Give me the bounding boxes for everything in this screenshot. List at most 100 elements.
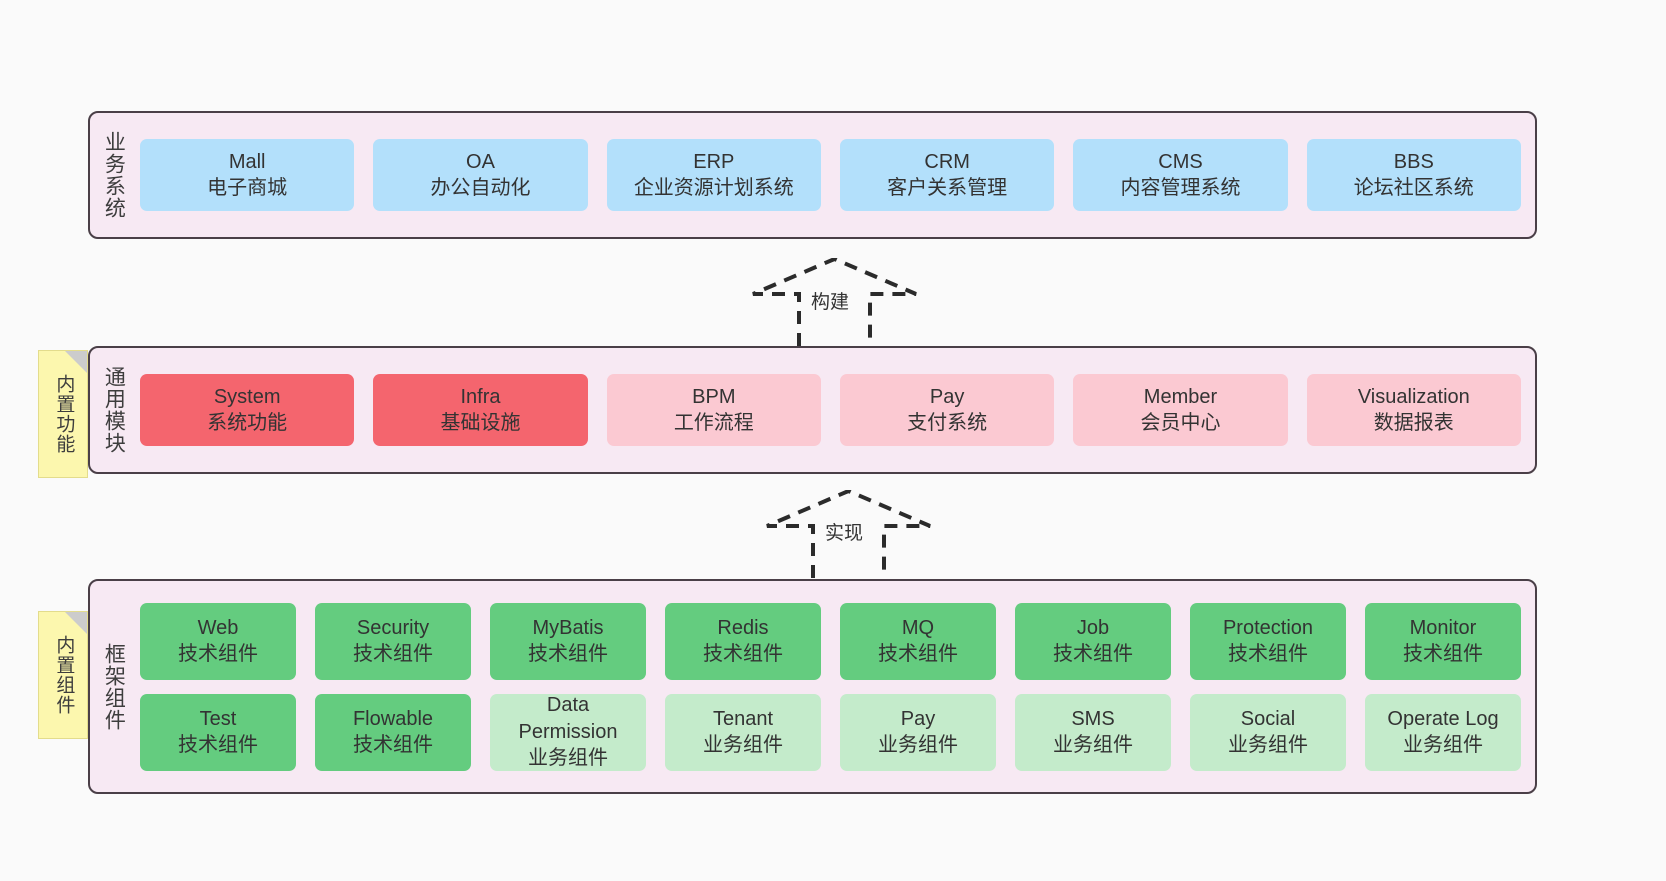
card-subtitle: 技术组件 <box>528 643 608 665</box>
card-subtitle: 会员中心 <box>1140 412 1221 434</box>
card-title: BBS <box>1393 150 1434 173</box>
note-label: 内置组件 <box>53 635 75 715</box>
card-subtitle: 数据报表 <box>1373 412 1454 434</box>
card-subtitle: 办公自动化 <box>430 177 531 199</box>
card-crm[interactable]: CRM 客户关系管理 <box>839 139 1055 211</box>
card-subtitle: 技术组件 <box>353 734 433 756</box>
card-title: Pay <box>929 385 965 408</box>
card-erp[interactable]: ERP 企业资源计划系统 <box>606 139 821 211</box>
card-title: Member <box>1143 385 1218 408</box>
card-title: BPM <box>692 385 736 408</box>
card-title: ERP <box>693 150 735 173</box>
card-subtitle: 业务组件 <box>528 747 608 770</box>
card-title: Protection <box>1222 616 1314 639</box>
card-title: CMS <box>1158 150 1203 173</box>
layer-framework-components: 框架组件 Web 技术组件 Security 技术组件 MyBatis 技术组件… <box>88 579 1537 794</box>
card-subtitle: 企业资源计划系统 <box>633 177 794 199</box>
card-bbs[interactable]: BBS 论坛社区系统 <box>1306 139 1521 211</box>
card-subtitle: 业务组件 <box>703 734 783 756</box>
card-mall[interactable]: Mall 电子商城 <box>140 139 355 211</box>
card-title: MyBatis <box>532 616 604 639</box>
card-title: Mall <box>228 150 266 173</box>
card-subtitle: 电子商城 <box>207 177 288 199</box>
card-redis[interactable]: Redis 技术组件 <box>665 602 821 680</box>
card-protection[interactable]: Protection 技术组件 <box>1190 602 1346 680</box>
card-title: Data Permission <box>518 694 618 743</box>
card-subtitle: 工作流程 <box>673 412 754 434</box>
card-subtitle: 基础设施 <box>440 412 521 434</box>
card-subtitle: 技术组件 <box>353 643 433 665</box>
card-operate-log[interactable]: Operate Log 业务组件 <box>1365 693 1521 771</box>
card-title: SMS <box>1071 707 1115 730</box>
card-monitor[interactable]: Monitor 技术组件 <box>1365 602 1521 680</box>
connector-build-label: 构建 <box>811 292 850 313</box>
card-test[interactable]: Test 技术组件 <box>140 693 296 771</box>
card-row: Web 技术组件 Security 技术组件 MyBatis 技术组件 Redi… <box>140 602 1521 680</box>
card-title: Security <box>356 616 430 639</box>
card-title: Monitor <box>1409 616 1477 639</box>
card-subtitle: 技术组件 <box>1403 643 1483 665</box>
card-title: MQ <box>901 616 935 639</box>
card-mq[interactable]: MQ 技术组件 <box>840 602 996 680</box>
card-tenant[interactable]: Tenant 业务组件 <box>665 693 821 771</box>
card-subtitle: 系统功能 <box>207 412 288 434</box>
card-cms[interactable]: CMS 内容管理系统 <box>1073 139 1288 211</box>
layer-body-framework-components: Web 技术组件 Security 技术组件 MyBatis 技术组件 Redi… <box>136 581 1535 792</box>
card-visualization[interactable]: Visualization 数据报表 <box>1306 374 1521 446</box>
card-row: Test 技术组件 Flowable 技术组件 Data Permission … <box>140 693 1521 771</box>
card-row: System 系统功能 Infra 基础设施 BPM 工作流程 Pay 支付系统… <box>140 374 1521 446</box>
card-subtitle: 技术组件 <box>178 734 258 756</box>
card-subtitle: 论坛社区系统 <box>1353 177 1474 199</box>
layer-body-business-system: Mall 电子商城 OA 办公自动化 ERP 企业资源计划系统 CRM 客户关系… <box>136 113 1535 237</box>
card-title: Operate Log <box>1387 707 1499 730</box>
card-web[interactable]: Web 技术组件 <box>140 602 296 680</box>
card-job[interactable]: Job 技术组件 <box>1015 602 1171 680</box>
card-oa[interactable]: OA 办公自动化 <box>373 139 588 211</box>
card-subtitle: 技术组件 <box>703 643 783 665</box>
card-subtitle: 业务组件 <box>1228 734 1308 756</box>
layer-title-framework-components: 框架组件 <box>102 642 126 731</box>
card-subtitle: 业务组件 <box>1053 734 1133 756</box>
card-title: Tenant <box>712 707 774 730</box>
card-subtitle: 内容管理系统 <box>1120 177 1241 199</box>
layer-body-common-modules: System 系统功能 Infra 基础设施 BPM 工作流程 Pay 支付系统… <box>136 348 1535 472</box>
card-title: Social <box>1240 707 1296 730</box>
card-row: Mall 电子商城 OA 办公自动化 ERP 企业资源计划系统 CRM 客户关系… <box>140 139 1521 211</box>
card-title: Flowable <box>352 707 434 730</box>
layer-title-business-system: 业务系统 <box>102 131 126 219</box>
card-title: Job <box>1076 616 1110 639</box>
card-subtitle: 客户关系管理 <box>887 177 1008 199</box>
card-member[interactable]: Member 会员中心 <box>1073 374 1288 446</box>
card-mybatis[interactable]: MyBatis 技术组件 <box>490 602 646 680</box>
card-pay-component[interactable]: Pay 业务组件 <box>840 693 996 771</box>
card-sms[interactable]: SMS 业务组件 <box>1015 693 1171 771</box>
card-title: System <box>213 385 281 408</box>
card-subtitle: 技术组件 <box>1053 643 1133 665</box>
card-infra[interactable]: Infra 基础设施 <box>373 374 588 446</box>
card-system[interactable]: System 系统功能 <box>140 374 355 446</box>
connector-implement-label: 实现 <box>825 523 864 544</box>
card-bpm[interactable]: BPM 工作流程 <box>606 374 821 446</box>
card-security[interactable]: Security 技术组件 <box>315 602 471 680</box>
card-title: Infra <box>460 385 501 408</box>
card-pay[interactable]: Pay 支付系统 <box>839 374 1055 446</box>
card-data-permission[interactable]: Data Permission 业务组件 <box>490 693 646 771</box>
card-subtitle: 支付系统 <box>907 412 988 434</box>
card-title: Test <box>199 707 237 730</box>
card-title: Web <box>197 616 239 639</box>
note-label: 内置功能 <box>53 374 75 454</box>
card-social[interactable]: Social 业务组件 <box>1190 693 1346 771</box>
card-flowable[interactable]: Flowable 技术组件 <box>315 693 471 771</box>
card-title: Pay <box>900 707 936 730</box>
card-subtitle: 业务组件 <box>878 734 958 756</box>
card-subtitle: 技术组件 <box>878 643 958 665</box>
note-builtin-function: 内置功能 <box>38 350 88 478</box>
card-subtitle: 业务组件 <box>1403 734 1483 756</box>
layer-business-system: 业务系统 Mall 电子商城 OA 办公自动化 ERP 企业资源计划系统 CRM… <box>88 111 1537 239</box>
card-title: Visualization <box>1357 385 1470 408</box>
card-title: OA <box>466 150 495 173</box>
note-builtin-component: 内置组件 <box>38 611 88 739</box>
layer-title-common-modules: 通用模块 <box>102 366 126 454</box>
card-subtitle: 技术组件 <box>178 643 258 665</box>
